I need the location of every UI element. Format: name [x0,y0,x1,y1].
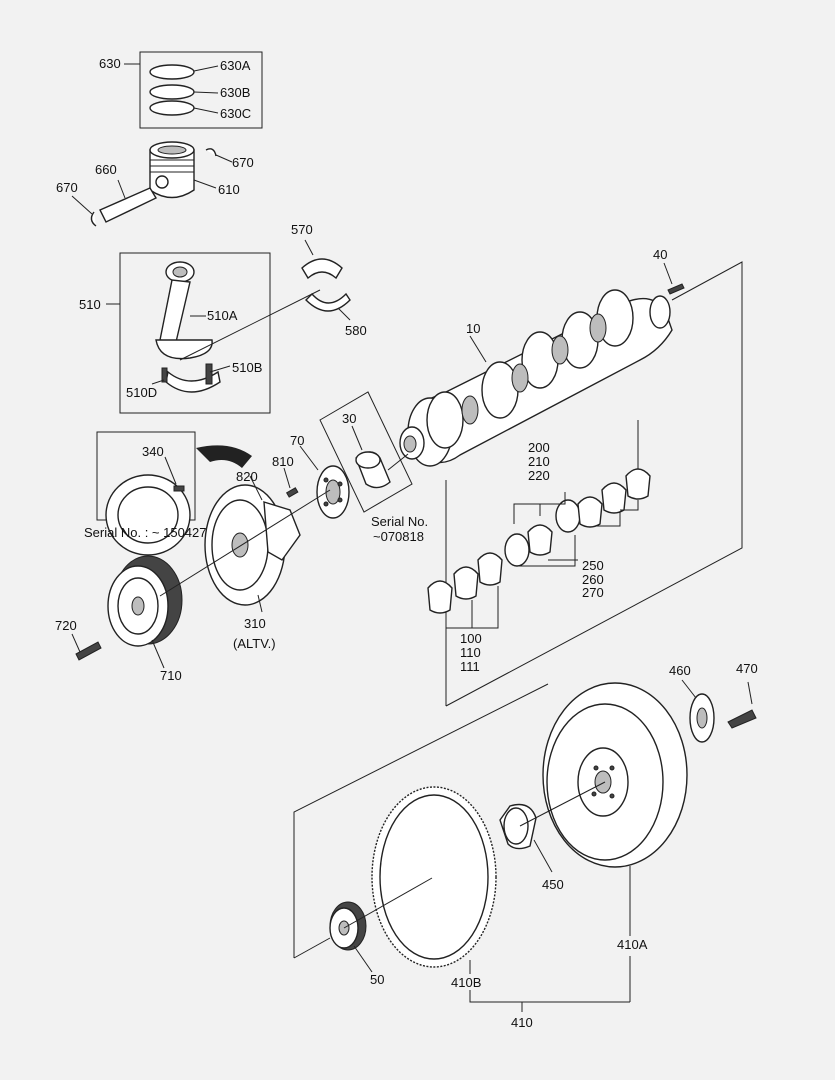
label-110: 110 [460,645,481,660]
label-470: 470 [736,661,758,676]
bolt-810 [283,467,299,498]
crank-gear-70 [299,445,350,519]
label-510b: 510B [232,360,262,375]
label-450: 450 [542,877,564,892]
label-altv: (ALTV.) [233,636,276,651]
pulley-310 [204,475,301,613]
label-310: 310 [244,616,266,631]
flywheel-group-outline [293,683,630,1012]
serial-note-1: Serial No. : ~ 150427 [84,525,207,540]
bolt-470 [727,681,757,729]
label-270: 270 [582,585,604,600]
label-510a: 510A [207,308,238,323]
serial-note-2a: Serial No. [371,514,428,529]
label-30: 30 [342,411,356,426]
label-260: 260 [582,572,604,587]
label-100: 100 [460,631,482,646]
label-510d: 510D [126,385,157,400]
label-810: 810 [272,454,294,469]
label-250: 250 [582,558,604,573]
part-labels: 630 630A 630B 630C 670 660 670 610 570 5… [55,56,758,1030]
label-40: 40 [653,247,667,262]
piston-ring-set [124,51,263,129]
label-630b: 630B [220,85,250,100]
crankshaft [399,262,685,467]
main-bearing-shells-lower [427,552,503,629]
label-460: 460 [669,663,691,678]
label-50: 50 [370,972,384,987]
bolt-720 [71,633,102,661]
damper-340-group [96,431,252,556]
label-820: 820 [236,469,258,484]
label-670-right: 670 [232,155,254,170]
piston-assembly [71,141,233,227]
label-720: 720 [55,618,77,633]
label-660: 660 [95,162,117,177]
label-220: 220 [528,468,550,483]
ring-gear [371,786,497,974]
label-610: 610 [218,182,240,197]
pilot-bearing-450 [499,803,553,873]
pulley-710 [107,489,331,669]
bearing-30-group [319,391,413,513]
label-111: 111 [460,659,480,674]
label-510: 510 [79,297,101,312]
label-670-left: 670 [56,180,78,195]
label-410b: 410B [451,975,481,990]
con-rod-bearing-shells [301,239,351,321]
flywheel-plate-460 [681,679,715,743]
label-200: 200 [528,440,550,455]
label-210: 210 [528,454,550,469]
label-340: 340 [142,444,164,459]
label-630c: 630C [220,106,251,121]
label-630: 630 [99,56,121,71]
crank-gear-50 [329,781,606,973]
label-10: 10 [466,321,480,336]
label-630a: 630A [220,58,251,73]
label-410a: 410A [617,937,648,952]
connecting-rod-group [106,252,321,414]
label-70: 70 [290,433,304,448]
serial-note-2b: ~070818 [373,529,424,544]
label-570: 570 [291,222,313,237]
label-580: 580 [345,323,367,338]
main-bearing-shells-upper [504,468,651,567]
label-710: 710 [160,668,182,683]
label-410: 410 [511,1015,533,1030]
